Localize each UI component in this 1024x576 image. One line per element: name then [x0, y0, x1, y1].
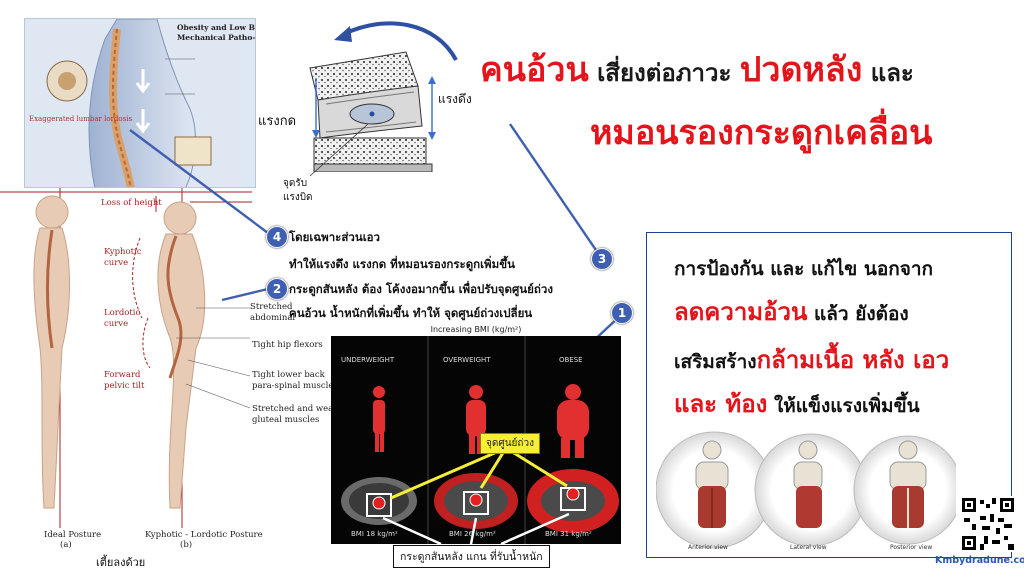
- weight-bearing-spine-label: กระดูกสันหลัง แกน ที่รับน้ำหนัก: [393, 545, 550, 568]
- tension-label: แรงดึง: [438, 92, 472, 106]
- panel-title: Obesity and Low Back Pain:: [177, 23, 255, 32]
- callout-badge-1: 1: [611, 302, 633, 324]
- bmi-value-2: BMI 26 kg/m²: [449, 530, 496, 538]
- callout-4-line-2: ทำให้แรงดึง แรงกด ที่หมอนรองกระดูกเพิ่มข…: [289, 257, 515, 271]
- pivot-label-1: จุดรับ: [283, 178, 308, 189]
- pelvic-tilt-label: pelvic tilt: [104, 381, 145, 391]
- bmi-value-1: BMI 18 kg/m²: [351, 530, 398, 538]
- callout-badge-2: 2: [266, 278, 288, 300]
- bmi-comparison-panel: UNDERWEIGHT OVERWEIGHT OBESE BMI 18 kg/m…: [331, 336, 621, 544]
- prevention-line-3-start: เสริมสร้าง: [674, 351, 757, 373]
- title-line-1: คนอ้วน เสี่ยงต่อภาวะ ปวดหลัง และ: [480, 42, 914, 96]
- disc-force-diagram: [309, 51, 436, 172]
- col-underweight: UNDERWEIGHT: [341, 356, 395, 364]
- anterior-view-label: Anterior view: [688, 544, 728, 551]
- posterior-view-label: Posterior view: [890, 544, 933, 551]
- stretched-weak-label: Stretched and weak: [252, 404, 339, 414]
- bmi-value-3: BMI 31 kg/m²: [545, 530, 592, 538]
- kyphotic-label-2: curve: [104, 258, 129, 268]
- kyphotic-label: Kyphotic: [104, 247, 142, 257]
- torso-illustration: [46, 19, 212, 187]
- callout-badge-4: 4: [266, 226, 288, 248]
- bmi-figures: [341, 336, 619, 544]
- core-muscle-illustrations: [656, 431, 956, 549]
- col-overweight: OVERWEIGHT: [443, 356, 491, 364]
- panel-note: Exaggerated lumbar lordosis: [29, 115, 133, 123]
- shorter-caption: เตี้ยลงด้วย: [96, 556, 146, 569]
- prevention-line-1: การป้องกัน และ แก้ไข นอกจาก: [674, 258, 934, 280]
- title-obese: คนอ้วน: [480, 50, 589, 90]
- prevention-line-4-rest: ให้แข็งแรงเพิ่มขึ้น: [767, 395, 920, 417]
- lordotic-label-2: curve: [104, 319, 129, 329]
- compression-label: แรงกด: [258, 114, 297, 129]
- kyphotic-lordotic-caption: Kyphotic - Lordotic Posture: [145, 530, 263, 540]
- lordotic-label: Lordotic: [104, 308, 141, 318]
- rotation-arrow-icon: [334, 21, 458, 61]
- qr-code-icon[interactable]: [960, 496, 1016, 552]
- ideal-posture-caption: Ideal Posture: [44, 530, 102, 540]
- gluteal-label: gluteal muscles: [252, 415, 320, 425]
- obesity-mechanism-illustration: Obesity and Low Back Pain: Mechanical Pa…: [24, 18, 256, 188]
- lateral-view-label: Lateral view: [790, 544, 827, 551]
- panel-subtitle: Mechanical Patho-Mechanisms: [177, 33, 256, 42]
- title-and: และ: [862, 59, 914, 87]
- reduce-weight-text: ลดความอ้วน: [674, 298, 808, 326]
- abdomen-text: และ ท้อง: [674, 390, 768, 418]
- prevention-line-2: ลดความอ้วน แล้ว ยังต้อง: [674, 292, 909, 331]
- stretched-abdominal-label: Stretched: [250, 302, 293, 312]
- callout-2-line-1: กระดูกสันหลัง ต้อง โค้งงอมากขึ้น เพื่อปร…: [289, 282, 553, 296]
- tight-hip-label: Tight hip flexors: [252, 340, 323, 350]
- tight-lower-back-label: Tight lower back: [252, 370, 325, 380]
- title-line-2: หมอนรองกระดูกเคลื่อน: [590, 113, 933, 153]
- pivot-label-2: แรงบิด: [283, 192, 313, 203]
- title-risk: เสี่ยงต่อภาวะ: [588, 59, 740, 87]
- stretched-abdominal-label-2: abdominal: [250, 313, 296, 323]
- muscle-text: กล้ามเนื้อ หลัง เอว: [756, 346, 950, 374]
- caption-b: (b): [180, 540, 193, 550]
- prevention-line-3: เสริมสร้างกล้ามเนื้อ หลัง เอว: [674, 340, 949, 379]
- bmi-header: Increasing BMI (kg/m²): [430, 325, 522, 334]
- callout-badge-3: 3: [591, 248, 613, 270]
- brand-link[interactable]: Kmbydradune.com: [935, 555, 1024, 566]
- prevention-line-4: และ ท้อง ให้แข็งแรงเพิ่มขึ้น: [674, 384, 920, 423]
- col-obese: OBESE: [559, 356, 583, 364]
- posture-comparison-illustration: [0, 188, 252, 528]
- title-back-pain: ปวดหลัง: [739, 50, 863, 90]
- callout-4-line-1: โดยเฉพาะส่วนเอว: [289, 230, 380, 244]
- forward-label: Forward: [104, 370, 141, 380]
- para-spinal-label: para-spinal muscles: [252, 381, 338, 391]
- loss-of-height-label: Loss of height: [101, 198, 162, 208]
- pivot-pointer: [309, 123, 369, 177]
- center-of-gravity-label: จุดศูนย์ถ่วง: [480, 433, 540, 454]
- callout-1-line-1: คนอ้วน น้ำหนักที่เพิ่มขึ้น ทำให้ จุดศูนย…: [289, 306, 533, 320]
- caption-a: (a): [60, 540, 72, 550]
- prevention-line-2-rest: แล้ว ยังต้อง: [807, 303, 909, 325]
